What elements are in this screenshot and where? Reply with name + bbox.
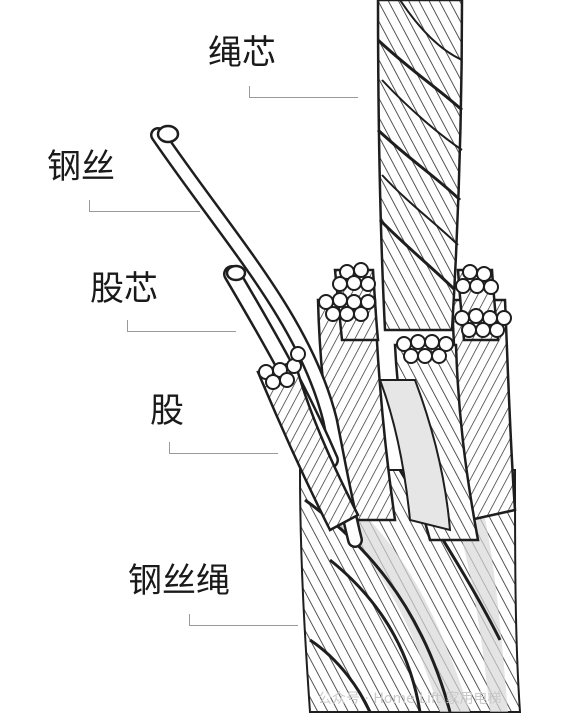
label-strand: 股	[150, 391, 184, 431]
rope-core-strand	[376, 0, 464, 332]
watermark-text: 公众号 · Home Lift 家用电梯	[318, 691, 502, 707]
strand-wire-ends	[318, 262, 512, 364]
separated-strand	[256, 346, 360, 532]
label-rope-core: 绳芯	[208, 33, 276, 73]
leader-wire-rope	[189, 614, 298, 626]
label-steel-wire: 钢丝	[47, 147, 115, 187]
label-wire-rope: 钢丝绳	[128, 561, 230, 601]
leader-strand-core	[127, 320, 236, 332]
label-strand-core: 股芯	[90, 269, 158, 309]
leader-rope-core	[249, 86, 358, 98]
leader-steel-wire	[89, 200, 200, 212]
core-gap	[378, 379, 452, 532]
leader-strand	[169, 442, 278, 454]
